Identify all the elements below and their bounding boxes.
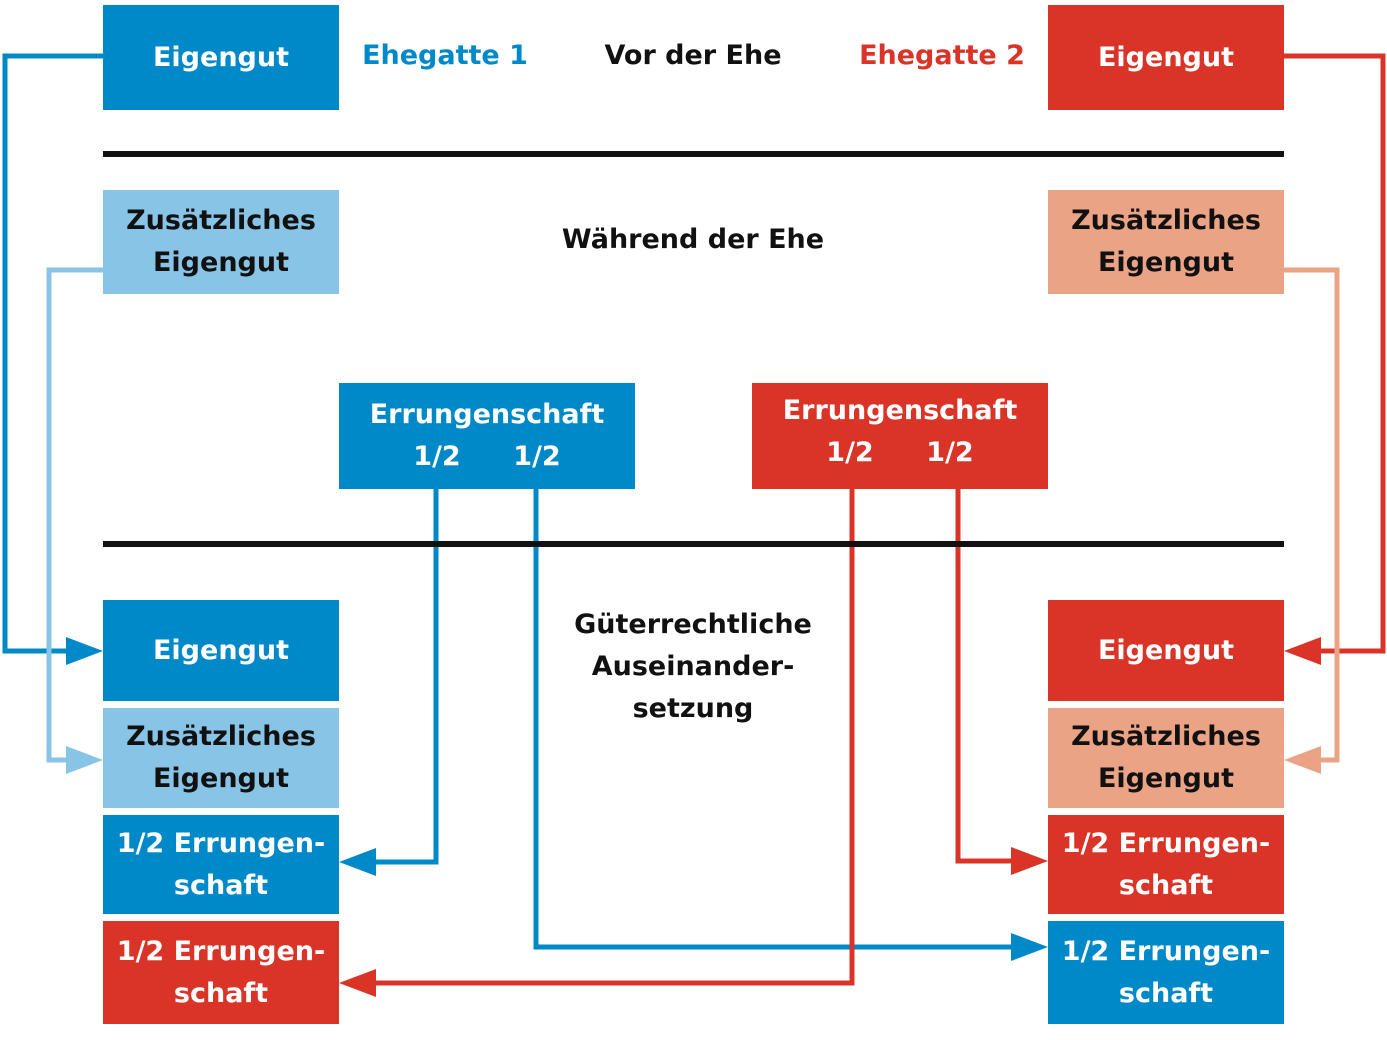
phase-settlement-line1: Güterrechtliche <box>574 609 812 640</box>
arrowhead-errungenschaft-spouse2-to-spouse1 <box>339 969 376 997</box>
spouse1-zusaetzliches-line2: Eigengut <box>152 247 289 278</box>
spouse1-eigengut-label: Eigengut <box>152 41 289 73</box>
spouse1-result-own-half-line1: 1/2 Errungen- <box>116 827 326 859</box>
arrow-errungenschaft-spouse2-to-spouse1 <box>372 488 855 986</box>
spouse2-result-own-half: 1/2 Errungen- schaft <box>1048 815 1284 914</box>
arrowhead-errungenschaft-spouse1-own <box>339 848 376 876</box>
spouse1-zusaetzliches-line1: Zusätzliches <box>126 205 316 236</box>
spouse1-errungenschaft-box: Errungenschaft 1/2 1/2 <box>339 383 635 489</box>
arrowhead-errungenschaft-spouse1-to-spouse2 <box>1011 933 1048 961</box>
spouse2-errungenschaft-half-2: 1/2 <box>926 437 974 468</box>
phase-before-marriage: Vor der Ehe <box>604 40 782 71</box>
spouse2-errungenschaft-halves: 1/2 1/2 <box>752 432 1048 474</box>
spouse2-result-zusaetzliches: Zusätzliches Eigengut <box>1048 708 1284 808</box>
phase-settlement-line3: setzung <box>632 693 754 724</box>
spouse2-zusaetzliches-line1: Zusätzliches <box>1071 205 1261 236</box>
spouse1-errungenschaft-half-2: 1/2 <box>513 441 561 472</box>
spouse1-errungenschaft-half-1: 1/2 <box>413 441 461 472</box>
phase-settlement: Güterrechtliche Auseinander- setzung <box>553 604 833 730</box>
spouse1-label: Ehegatte 1 <box>362 40 528 71</box>
divider-during-marriage <box>103 541 1284 547</box>
arrowhead-zusaetzliches-spouse2 <box>1284 746 1321 774</box>
arrow-errungenschaft-spouse1-own <box>372 488 439 865</box>
spouse2-result-other-half-line2: schaft <box>1118 977 1214 1009</box>
arrowhead-eigengut-spouse2 <box>1284 637 1321 665</box>
spouse2-result-zusaetzliches-line1: Zusätzliches <box>1071 721 1261 752</box>
spouse1-result-zusaetzliches-line2: Eigengut <box>152 763 289 794</box>
spouse2-result-eigengut-label: Eigengut <box>1097 634 1234 666</box>
arrow-errungenschaft-spouse2-own <box>955 488 1015 864</box>
arrow-zusaetzliches-spouse2 <box>1284 267 1340 763</box>
divider-before-marriage <box>103 151 1284 157</box>
spouse2-errungenschaft-box: Errungenschaft 1/2 1/2 <box>752 383 1048 489</box>
spouse2-result-own-half-line1: 1/2 Errungen- <box>1061 827 1271 859</box>
spouse2-errungenschaft-half-1: 1/2 <box>826 437 874 468</box>
arrow-eigengut-spouse2 <box>1284 53 1386 654</box>
spouse1-result-zusaetzliches-line1: Zusätzliches <box>126 721 316 752</box>
arrow-eigengut-spouse1 <box>2 53 103 654</box>
arrowhead-errungenschaft-spouse2-own <box>1011 847 1048 875</box>
spouse2-eigengut-box: Eigengut <box>1048 5 1284 110</box>
spouse1-result-eigengut: Eigengut <box>103 600 339 701</box>
spouse1-result-zusaetzliches: Zusätzliches Eigengut <box>103 708 339 808</box>
spouse2-zusaetzliches-line2: Eigengut <box>1097 247 1234 278</box>
spouse1-errungenschaft-title: Errungenschaft <box>369 399 605 430</box>
spouse1-result-other-half: 1/2 Errungen- schaft <box>103 921 339 1024</box>
spouse1-result-eigengut-label: Eigengut <box>152 634 289 666</box>
spouse2-eigengut-label: Eigengut <box>1097 41 1234 73</box>
spouse1-result-own-half-line2: schaft <box>173 869 269 901</box>
spouse2-label: Ehegatte 2 <box>859 40 1025 71</box>
spouse1-result-own-half: 1/2 Errungen- schaft <box>103 815 339 914</box>
spouse2-result-eigengut: Eigengut <box>1048 600 1284 701</box>
spouse1-result-other-half-line2: schaft <box>173 977 269 1009</box>
arrow-zusaetzliches-spouse1 <box>46 267 103 763</box>
spouse1-result-other-half-line1: 1/2 Errungen- <box>116 935 326 967</box>
phase-settlement-line2: Auseinander- <box>591 651 795 682</box>
arrowhead-eigengut-spouse1 <box>66 637 103 665</box>
spouse2-zusaetzliches-box: Zusätzliches Eigengut <box>1048 190 1284 294</box>
spouse2-errungenschaft-title: Errungenschaft <box>782 395 1018 426</box>
spouse2-result-zusaetzliches-line2: Eigengut <box>1097 763 1234 794</box>
spouse1-errungenschaft-halves: 1/2 1/2 <box>339 436 635 478</box>
spouse2-result-other-half: 1/2 Errungen- schaft <box>1048 921 1284 1024</box>
spouse1-zusaetzliches-box: Zusätzliches Eigengut <box>103 190 339 294</box>
spouse1-eigengut-box: Eigengut <box>103 5 339 110</box>
phase-during-marriage: Während der Ehe <box>561 224 825 255</box>
arrowhead-zusaetzliches-spouse1 <box>66 746 103 774</box>
arrow-errungenschaft-spouse1-to-spouse2 <box>533 488 1015 950</box>
spouse2-result-own-half-line2: schaft <box>1118 869 1214 901</box>
spouse2-result-other-half-line1: 1/2 Errungen- <box>1061 935 1271 967</box>
